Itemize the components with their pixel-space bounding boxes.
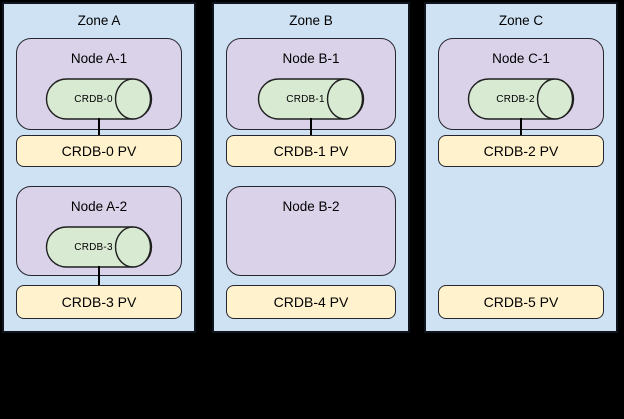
- crdb-4-pv-label: CRDB-4 PV: [273, 294, 349, 310]
- crdb-1-pv-box: CRDB-1 PV: [226, 135, 396, 167]
- node-a1-box: Node A-1 CRDB-0: [16, 38, 182, 130]
- zone-c-title: Zone C: [498, 13, 544, 28]
- crdb-3-pv-box: CRDB-3 PV: [16, 285, 182, 319]
- crdb-2-pod-label: CRDB-2: [496, 93, 535, 105]
- crdb-3-pod-label: CRDB-3: [74, 241, 113, 253]
- crdb-0-pod-label: CRDB-0: [74, 93, 113, 105]
- crdb-0-pv-label: CRDB-0 PV: [61, 143, 137, 159]
- pod-to-pv-connector-line: [310, 118, 312, 135]
- cylinder-shape: [45, 226, 153, 268]
- node-b1-label: Node B-1: [282, 51, 340, 66]
- crdb-2-pv-box: CRDB-2 PV: [438, 135, 604, 167]
- node-a1-label: Node A-1: [70, 51, 128, 66]
- crdb-4-pv-box: CRDB-4 PV: [226, 285, 396, 319]
- crdb-0-pod-cylinder-icon: CRDB-0: [45, 78, 153, 120]
- cylinder-shape: [45, 78, 153, 120]
- crdb-5-pv-label: CRDB-5 PV: [483, 294, 559, 310]
- node-a2-box: Node A-2 CRDB-3: [16, 186, 182, 276]
- zone-b-panel: Zone B Node B-1 CRDB-1 CRDB-1 PV Node B-…: [212, 2, 410, 333]
- crdb-1-pv-label: CRDB-1 PV: [273, 143, 349, 159]
- crdb-3-pv-label: CRDB-3 PV: [61, 294, 137, 310]
- pod-to-pv-connector-line: [98, 266, 100, 285]
- crdb-1-pod-cylinder-icon: CRDB-1: [257, 78, 365, 120]
- crdb-2-pod-cylinder-icon: CRDB-2: [467, 78, 575, 120]
- zone-a-title: Zone A: [77, 13, 121, 28]
- node-b1-box: Node B-1 CRDB-1: [226, 38, 396, 130]
- cylinder-shape: [467, 78, 575, 120]
- zone-c-panel: Zone C Node C-1 CRDB-2 CRDB-2 PV CRDB-5 …: [424, 2, 618, 333]
- crdb-5-pv-box: CRDB-5 PV: [438, 285, 604, 319]
- crdb-0-pv-box: CRDB-0 PV: [16, 135, 182, 167]
- node-c1-box: Node C-1 CRDB-2: [438, 38, 604, 130]
- zone-a-panel: Zone A Node A-1 CRDB-0 CRDB-0 PV Node A-…: [2, 2, 196, 333]
- zone-b-title: Zone B: [289, 13, 333, 28]
- pod-to-pv-connector-line: [98, 118, 100, 135]
- cylinder-shape: [257, 78, 365, 120]
- node-b2-box: Node B-2: [226, 186, 396, 276]
- pod-to-pv-connector-line: [520, 118, 522, 135]
- node-b2-label: Node B-2: [282, 199, 340, 214]
- node-c1-label: Node C-1: [492, 51, 550, 66]
- crdb-3-pod-cylinder-icon: CRDB-3: [45, 226, 153, 268]
- crdb-1-pod-label: CRDB-1: [286, 93, 325, 105]
- crdb-2-pv-label: CRDB-2 PV: [483, 143, 559, 159]
- node-a2-label: Node A-2: [70, 199, 128, 214]
